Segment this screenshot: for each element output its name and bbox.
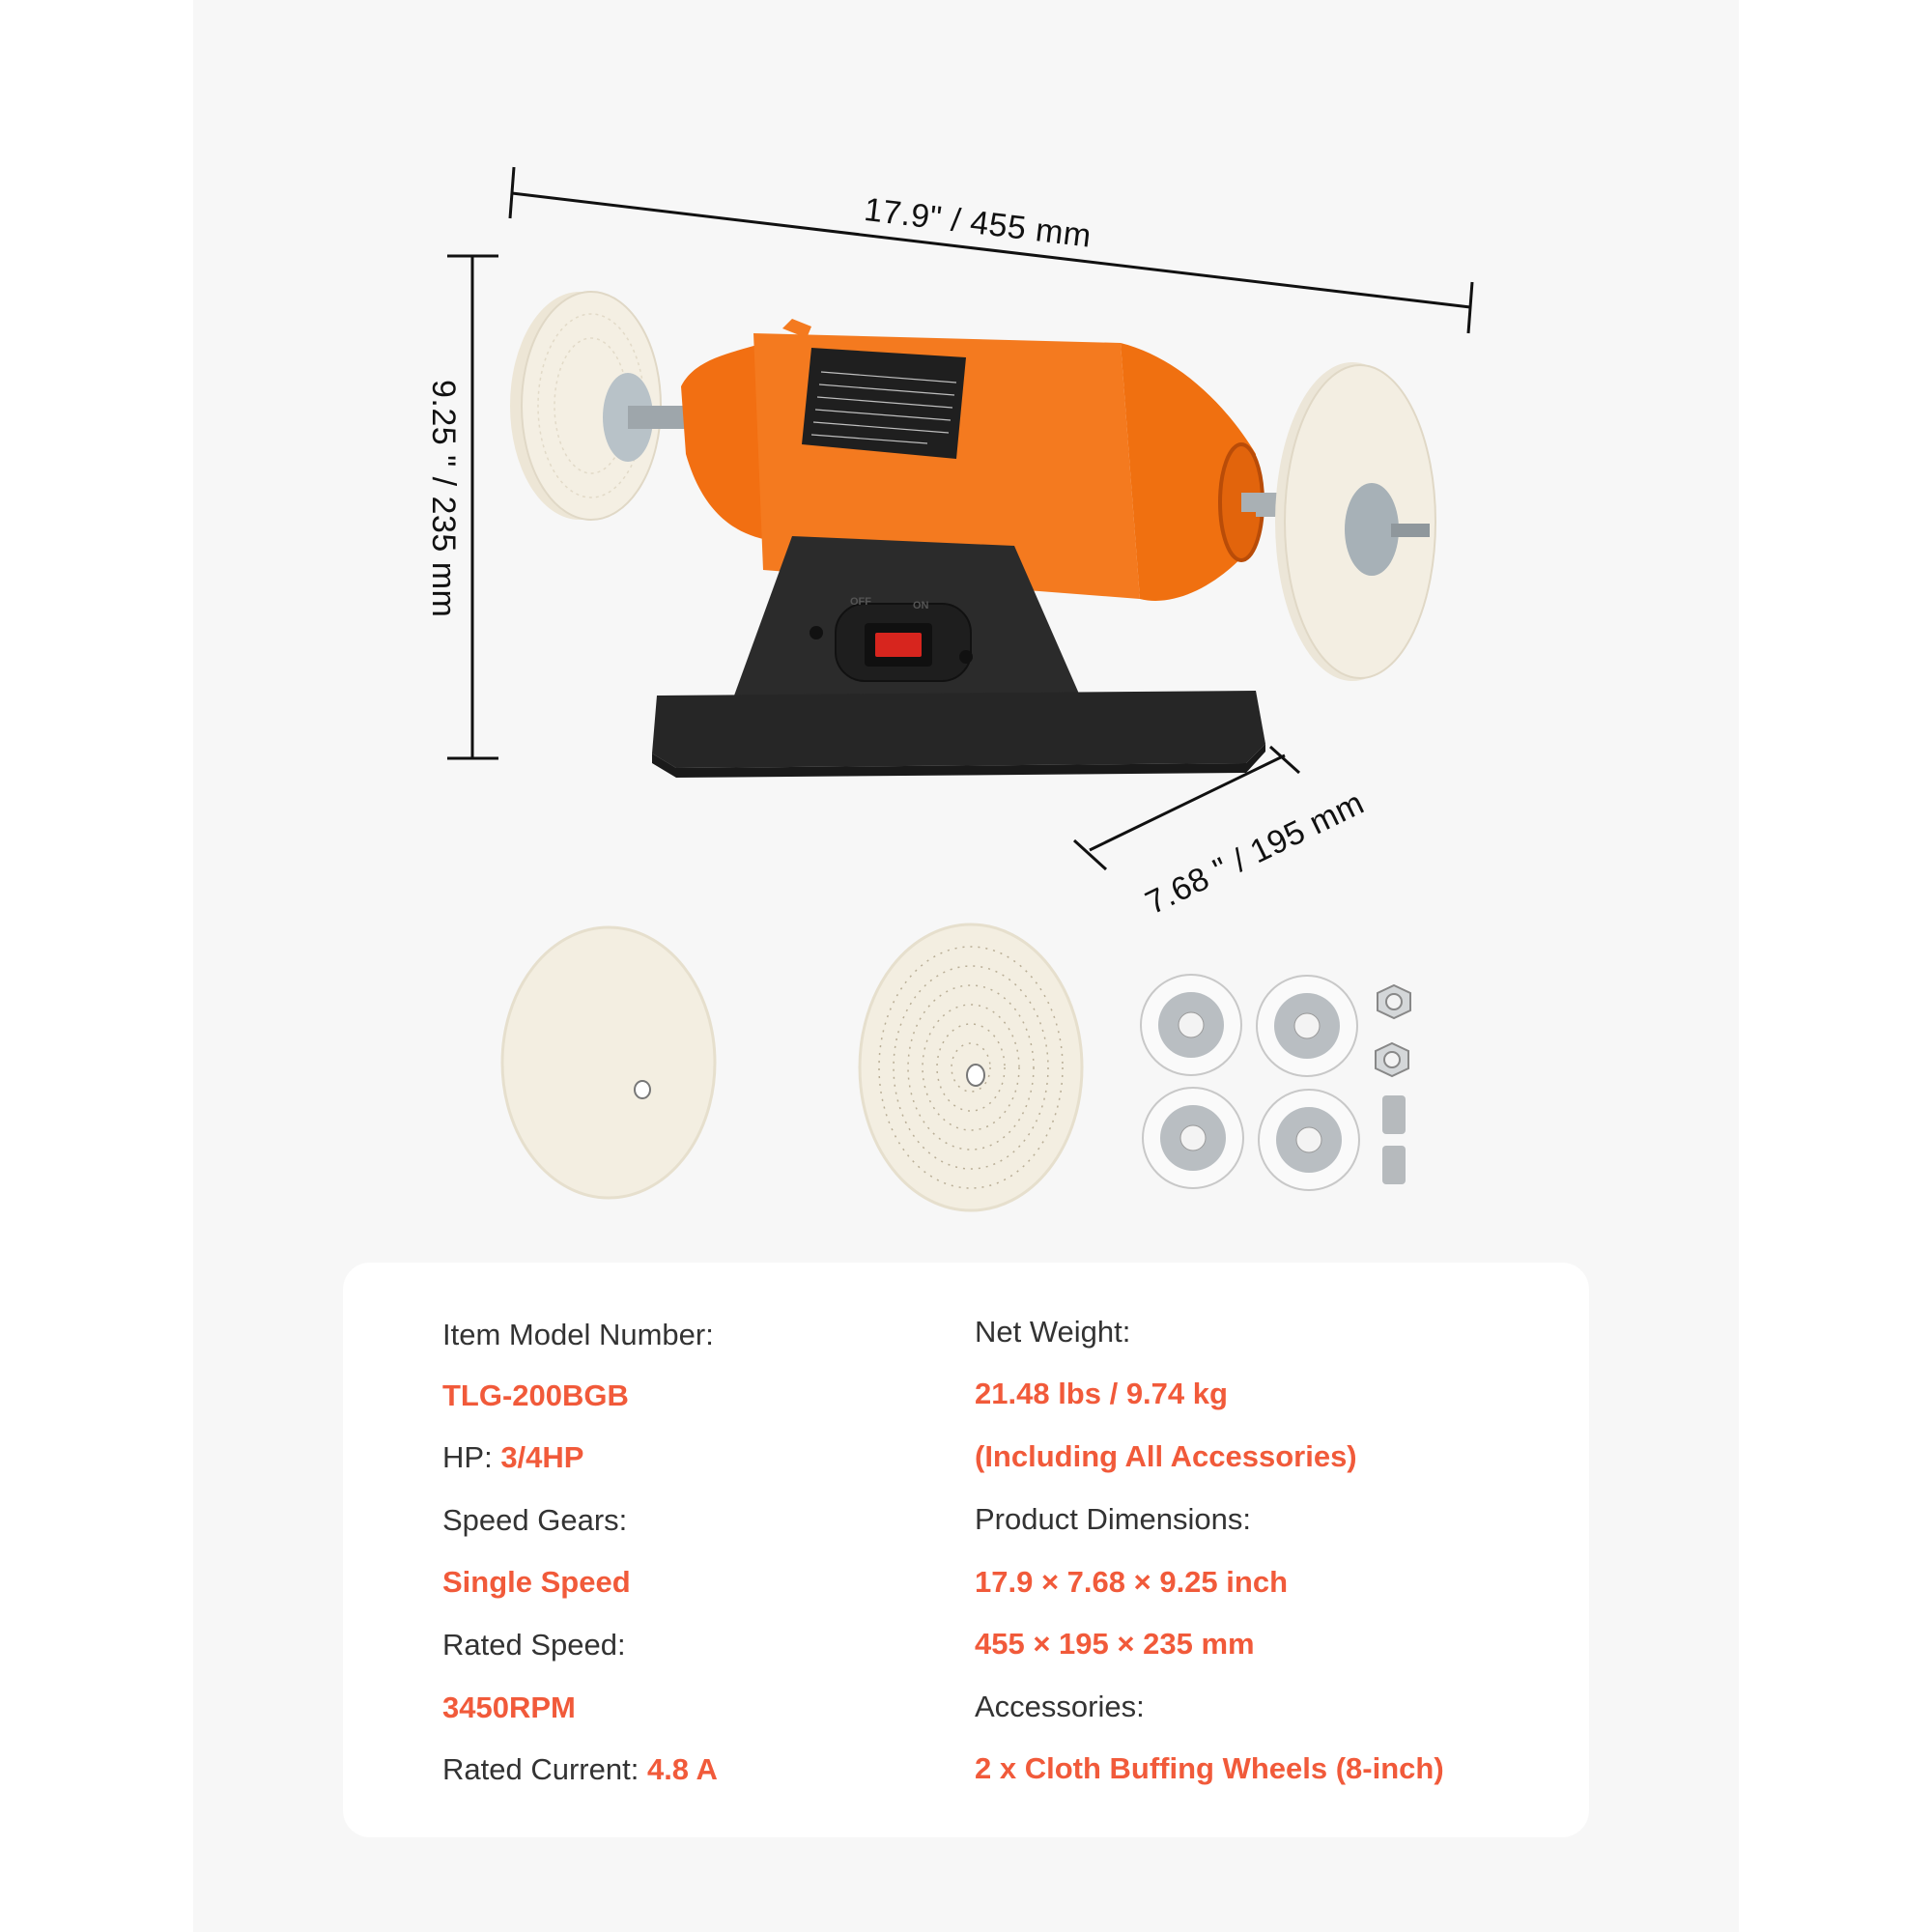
- accessories-label: Accessories:: [975, 1690, 1145, 1723]
- rated-current-label: Rated Current:: [442, 1752, 639, 1786]
- accessory-spacer-sleeves: [1382, 1095, 1406, 1184]
- dimensions-mm-row: 455 × 195 × 235 mm: [975, 1625, 1255, 1663]
- switch-on-label: ON: [913, 600, 929, 611]
- switch-off-label: OFF: [850, 596, 871, 608]
- model-number-label: Item Model Number:: [442, 1318, 714, 1351]
- accessory-buffing-wheel-plain: [500, 925, 717, 1200]
- accessory-flange-washers: [1140, 974, 1360, 1191]
- dimensions-inch-row: 17.9 × 7.68 × 9.25 inch: [975, 1563, 1288, 1602]
- speed-gears-value: Single Speed: [442, 1565, 631, 1599]
- speed-gears-label: Speed Gears:: [442, 1503, 628, 1537]
- height-dimension-line: [447, 254, 498, 760]
- net-weight-row: Net Weight:: [975, 1313, 1130, 1351]
- net-weight-label: Net Weight:: [975, 1315, 1131, 1349]
- accessories-value-row: 2 x Cloth Buffing Wheels (8-inch): [975, 1749, 1444, 1788]
- rated-current-value: 4.8 A: [646, 1752, 718, 1786]
- rated-speed-value: 3450RPM: [442, 1690, 576, 1724]
- speed-gears-row: Speed Gears:: [442, 1501, 627, 1540]
- pedestal-base: [652, 536, 1265, 778]
- height-dimension-label: 9.25 " / 235 mm: [425, 380, 462, 618]
- left-buffing-wheel: [510, 291, 686, 521]
- hp-row: HP: 3/4HP: [442, 1438, 583, 1477]
- speed-gears-value-row: Single Speed: [442, 1563, 631, 1602]
- accessories-value: 2 x Cloth Buffing Wheels (8-inch): [975, 1751, 1444, 1785]
- net-weight-note: (Including All Accessories): [975, 1439, 1357, 1473]
- net-weight-value-row: 21.48 lbs / 9.74 kg: [975, 1375, 1228, 1413]
- model-number-value-row: TLG-200BGB: [442, 1377, 629, 1415]
- model-number-row: Item Model Number:: [442, 1316, 714, 1354]
- spec-card: Item Model Number: TLG-200BGB HP: 3/4HP …: [343, 1263, 1589, 1837]
- motor-housing: [681, 319, 1280, 601]
- power-rocker-switch: [875, 633, 922, 657]
- net-weight-value: 21.48 lbs / 9.74 kg: [975, 1377, 1228, 1410]
- hp-value: 3/4HP: [500, 1440, 584, 1474]
- rated-speed-row: Rated Speed:: [442, 1626, 626, 1664]
- hp-label: HP:: [442, 1440, 493, 1474]
- model-number-value: TLG-200BGB: [442, 1378, 629, 1412]
- width-dimension-line: [508, 166, 1474, 334]
- accessory-buffing-wheel-stitched: [858, 923, 1084, 1212]
- accessories-row: Accessories:: [975, 1688, 1145, 1726]
- accessory-hex-nuts: [1375, 983, 1411, 1078]
- dimensions-row: Product Dimensions:: [975, 1500, 1251, 1539]
- net-weight-note-row: (Including All Accessories): [975, 1437, 1357, 1476]
- depth-dimension-line: [1072, 745, 1301, 871]
- dimensions-mm-value: 455 × 195 × 235 mm: [975, 1627, 1255, 1661]
- right-buffing-wheel: [1256, 362, 1436, 681]
- dimensions-label: Product Dimensions:: [975, 1502, 1252, 1536]
- rated-speed-value-row: 3450RPM: [442, 1689, 576, 1727]
- rated-current-row: Rated Current: 4.8 A: [442, 1750, 718, 1789]
- rated-speed-label: Rated Speed:: [442, 1628, 626, 1662]
- dimensions-inch-value: 17.9 × 7.68 × 9.25 inch: [975, 1565, 1289, 1599]
- product-illustration: [447, 166, 1474, 1212]
